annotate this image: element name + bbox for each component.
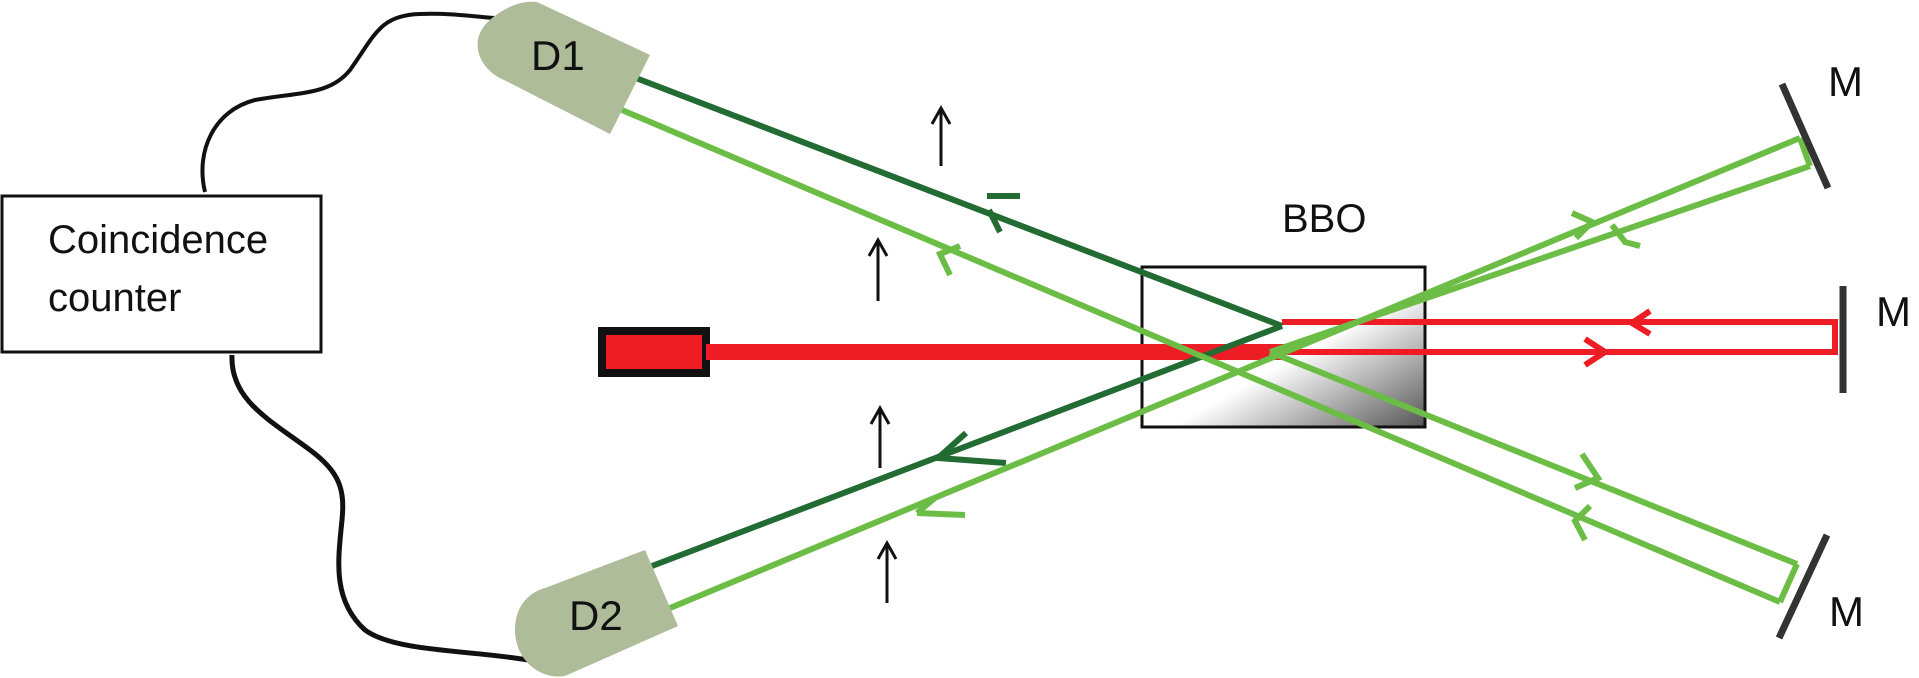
- dark-green-beam: [634, 75, 1284, 569]
- light-green-arrow-1: [935, 243, 962, 277]
- mirror-bottom-label: M: [1829, 588, 1864, 635]
- counter-label-line2: counter: [48, 276, 181, 320]
- mirror-bottom: M: [1775, 533, 1864, 640]
- mirror-top: M: [1778, 58, 1863, 190]
- pump-return-arrow: [1626, 308, 1652, 337]
- counter-label-line1: Coincidence: [48, 218, 268, 262]
- polarization-arrows: [867, 104, 952, 603]
- light-green-arrow-5: [1573, 452, 1603, 491]
- dark-green-arrow-lower: [930, 430, 1007, 466]
- up-arrow-3: [869, 404, 891, 468]
- pump-laser-source: [598, 327, 710, 377]
- up-arrow-4: [876, 539, 898, 603]
- mirror-middle: M: [1839, 286, 1911, 393]
- mirror-top-label: M: [1828, 58, 1863, 105]
- coincidence-counter: Coincidence counter: [0, 194, 323, 354]
- light-green-arrow-4: [1609, 223, 1641, 249]
- mirror-middle-label: M: [1876, 288, 1911, 335]
- light-green-arrow-3: [1570, 210, 1598, 241]
- light-green-beam: [620, 107, 1813, 611]
- d2-label: D2: [569, 592, 623, 639]
- light-green-arrow-6: [1571, 503, 1593, 542]
- cable-to-d1: [200, 11, 495, 193]
- detector-d1: D1: [477, 1, 650, 134]
- pump-forward-arrow: [1583, 336, 1611, 368]
- cable-to-d2: [229, 354, 529, 663]
- bbo-label: BBO: [1282, 197, 1366, 241]
- light-green-arrow-2: [915, 494, 966, 518]
- detector-d2: D2: [515, 550, 678, 677]
- dark-green-arrow-upper: [986, 193, 1020, 234]
- up-arrow-1: [930, 104, 952, 166]
- up-arrow-2: [867, 236, 889, 301]
- d1-label: D1: [531, 32, 585, 79]
